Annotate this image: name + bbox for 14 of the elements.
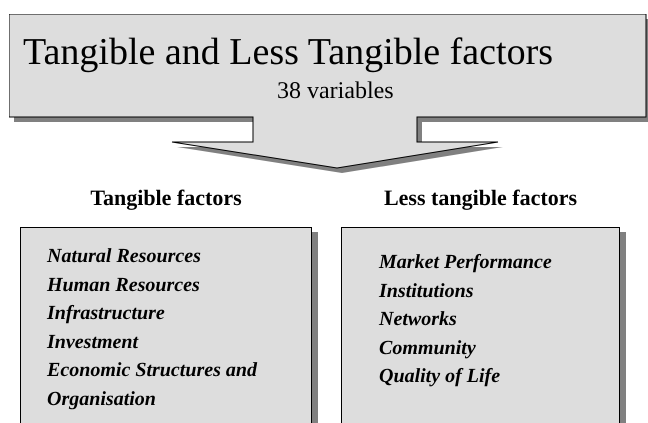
factor-item: Natural Resources (47, 244, 201, 269)
factor-item: Investment (47, 330, 138, 354)
panel-heading: Less tangible factors (382, 184, 578, 212)
factor-item: Economic Structures and Organisation (47, 358, 258, 412)
callout-title: Tangible and Less Tangible factors (23, 30, 554, 74)
factor-item: Infrastructure (47, 301, 165, 326)
factor-item: Quality of Life (379, 364, 500, 389)
factor-item: Market Performance (379, 250, 552, 275)
callout-subtitle: 38 variables (277, 77, 394, 106)
factor-item: Community (379, 336, 476, 360)
factor-item: Institutions (379, 278, 474, 304)
factor-item: Human Resources (47, 272, 200, 298)
panel-heading: Tangible factors (89, 184, 243, 212)
factor-item: Networks (379, 307, 457, 332)
